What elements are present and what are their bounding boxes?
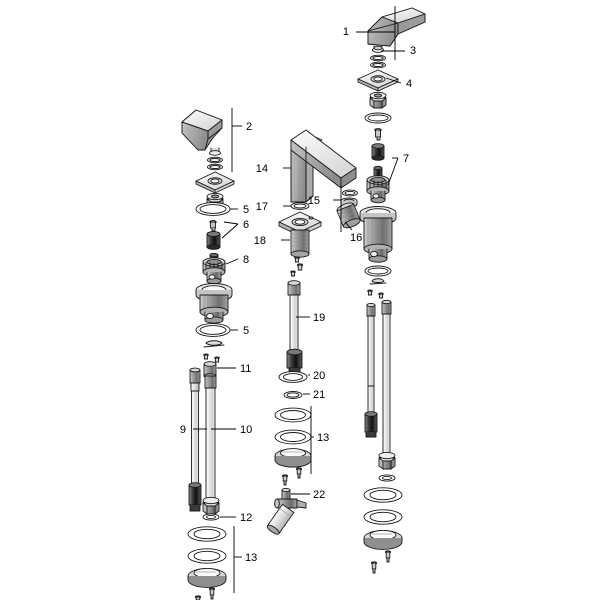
part-clip-right <box>369 278 387 285</box>
callout-1: 1 <box>343 26 349 38</box>
callout-3: 3 <box>410 45 416 57</box>
callout-21: 21 <box>313 389 325 401</box>
part-clamp-13c <box>274 448 312 468</box>
callout-leaders <box>195 6 405 593</box>
callout-12: 12 <box>240 512 252 524</box>
part-handle-lever-2 <box>181 109 223 156</box>
part-ring-right-1 <box>363 487 403 503</box>
callout-13-left: 13 <box>245 552 257 564</box>
part-ring-right-2 <box>363 509 403 525</box>
part-screw-6 <box>209 220 217 232</box>
callout-labels: 1 3 4 2 7 14 17 15 16 18 5 6 8 5 11 9 10… <box>180 26 416 564</box>
callout-6: 6 <box>243 219 249 231</box>
part-screws-13c <box>281 467 303 486</box>
part-o-ring-right-a <box>364 112 392 124</box>
part-valve-housing-left <box>195 283 233 324</box>
part-angle-connector-22 <box>266 487 307 535</box>
callout-13-center: 13 <box>317 432 329 444</box>
part-ring-13-a <box>187 526 227 542</box>
part-screws-left-top <box>203 353 220 363</box>
callout-14: 14 <box>256 163 268 175</box>
callout-8: 8 <box>243 254 249 266</box>
part-screws-right-bottom <box>370 550 392 574</box>
part-spout-body-14 <box>290 129 357 203</box>
part-handle-lever-right <box>367 7 426 53</box>
callout-7: 7 <box>403 153 409 165</box>
part-hose-19 <box>286 256 303 373</box>
part-valve-cartridge-7 <box>366 165 390 204</box>
callout-15: 15 <box>308 195 320 207</box>
part-valve-housing-right <box>359 206 397 263</box>
part-o-ring-set-left <box>207 156 223 171</box>
callout-5-upper: 5 <box>243 204 249 216</box>
part-o-ring-21 <box>283 391 303 399</box>
part-hose-10 <box>202 375 220 515</box>
part-ring-13c-a <box>274 407 312 423</box>
part-square-escutcheon-left <box>195 171 235 194</box>
part-valve-cartridge-8 <box>202 252 226 285</box>
callout-20: 20 <box>313 370 325 382</box>
callout-11: 11 <box>240 363 251 375</box>
part-hose-9 <box>188 367 202 512</box>
callout-18: 18 <box>254 235 266 247</box>
callout-16: 16 <box>350 232 362 244</box>
callout-17: 17 <box>256 201 268 213</box>
part-screws-right-top <box>367 289 384 299</box>
part-washer-12 <box>202 513 220 521</box>
part-ring-13c-b <box>274 429 312 445</box>
part-clamp-right <box>363 529 403 550</box>
part-sleeve-6 <box>206 231 221 250</box>
part-clamp-13 <box>187 567 227 588</box>
part-ring-13-b <box>187 548 227 564</box>
callout-19: 19 <box>313 312 325 324</box>
part-o-ring-set-3 <box>370 54 386 69</box>
part-spout-mount-block-18 <box>278 211 322 271</box>
part-screw-right <box>374 128 382 141</box>
part-hose-right-pair <box>364 299 396 470</box>
part-aerator-housing-16 <box>336 202 361 229</box>
part-o-ring-17 <box>290 202 310 210</box>
part-o-ring-5-lower <box>195 323 231 337</box>
part-hex-nut-right <box>369 91 387 109</box>
part-o-ring-right-b <box>364 265 392 277</box>
part-washer-right <box>378 474 396 482</box>
callout-9: 9 <box>180 424 186 436</box>
callout-22: 22 <box>313 489 325 501</box>
part-clip-left <box>203 340 225 348</box>
callout-2: 2 <box>246 121 252 133</box>
part-sleeve-right <box>371 143 385 161</box>
callout-5-lower: 5 <box>243 325 249 337</box>
callout-10: 10 <box>240 424 252 436</box>
part-square-escutcheon-4 <box>357 69 399 92</box>
part-o-ring-5-upper <box>195 202 231 216</box>
part-gasket-20 <box>278 371 308 383</box>
callout-4: 4 <box>406 78 412 90</box>
part-screws-13 <box>194 587 216 600</box>
